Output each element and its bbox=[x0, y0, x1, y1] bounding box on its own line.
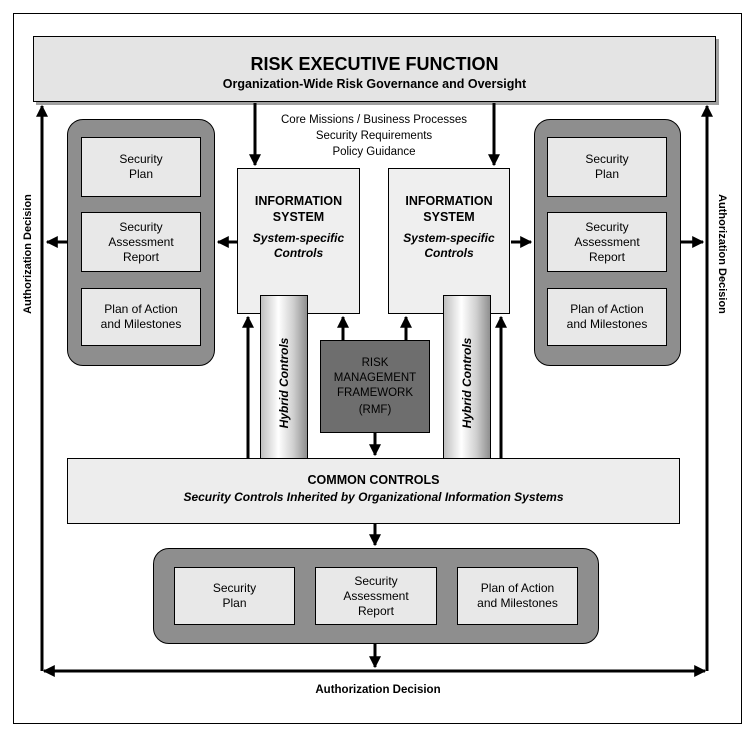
hybrid-controls-left: Hybrid Controls bbox=[260, 295, 308, 470]
common-controls-subtitle: Security Controls Inherited by Organizat… bbox=[183, 490, 564, 504]
common-controls: COMMON CONTROLS Security Controls Inheri… bbox=[67, 458, 680, 524]
info-system-left-sub2: Controls bbox=[273, 246, 324, 260]
core-input-policy: Policy Guidance bbox=[332, 146, 416, 158]
right-sar-line2: Assessment bbox=[574, 234, 640, 249]
info-system-left-title2: SYSTEM bbox=[272, 210, 325, 224]
bottom-poam-line2: and Milestones bbox=[477, 596, 558, 610]
rmf-line3: FRAMEWORK bbox=[336, 386, 414, 399]
bottom-sar-line1: Security bbox=[354, 573, 398, 588]
risk-executive-title: RISK EXECUTIVE FUNCTION bbox=[250, 54, 499, 74]
risk-management-framework: RISK MANAGEMENT FRAMEWORK (RMF) bbox=[320, 340, 430, 433]
rmf-line4: (RMF) bbox=[358, 403, 392, 416]
right-security-plan-line2: Plan bbox=[594, 167, 619, 181]
info-system-left-title1: INFORMATION bbox=[254, 194, 343, 208]
info-system-right-sub2: Controls bbox=[424, 246, 474, 260]
bottom-security-plan-line2: Plan bbox=[222, 596, 247, 610]
authorization-decision-bottom: Authorization Decision bbox=[315, 684, 441, 696]
core-input-missions: Core Missions / Business Processes bbox=[281, 114, 467, 126]
rmf-line1: RISK bbox=[361, 356, 389, 369]
right-poam-line1: Plan of Action bbox=[570, 302, 644, 316]
left-sar-line1: Security bbox=[119, 219, 163, 234]
hybrid-controls-right: Hybrid Controls bbox=[443, 295, 491, 470]
diagram-frame bbox=[13, 13, 742, 724]
risk-executive-subtitle: Organization-Wide Risk Governance and Ov… bbox=[222, 77, 527, 91]
bottom-sar-line2: Assessment bbox=[343, 588, 409, 603]
left-security-plan-line2: Plan bbox=[128, 167, 153, 181]
bottom-poam-line1: Plan of Action bbox=[480, 581, 555, 595]
left-sar-line3: Report bbox=[122, 249, 159, 264]
bottom-security-plan-line1: Security bbox=[212, 581, 257, 595]
bottom-sar-line3: Report bbox=[357, 603, 394, 618]
right-sar-line3: Report bbox=[588, 249, 625, 264]
info-system-right-title2: SYSTEM bbox=[423, 210, 475, 224]
left-poam-line1: Plan of Action bbox=[104, 302, 178, 316]
info-system-right-title1: INFORMATION bbox=[405, 194, 493, 208]
rmf-line2: MANAGEMENT bbox=[333, 371, 417, 384]
left-security-plan-line1: Security bbox=[119, 152, 163, 166]
right-security-plan-line1: Security bbox=[585, 152, 629, 166]
info-system-right-sub1: System-specific bbox=[403, 231, 495, 245]
core-input-requirements: Security Requirements bbox=[315, 130, 433, 142]
risk-executive-function: RISK EXECUTIVE FUNCTION Organization-Wid… bbox=[33, 36, 716, 102]
left-sar-line2: Assessment bbox=[108, 234, 174, 249]
right-poam-line2: and Milestones bbox=[566, 317, 648, 331]
left-poam-line2: and Milestones bbox=[100, 317, 182, 331]
right-sar-line1: Security bbox=[585, 219, 629, 234]
core-inputs: Core Missions / Business Processes Secur… bbox=[250, 112, 498, 160]
info-system-left-sub1: System-specific bbox=[252, 231, 345, 245]
common-controls-title: COMMON CONTROLS bbox=[307, 473, 440, 487]
